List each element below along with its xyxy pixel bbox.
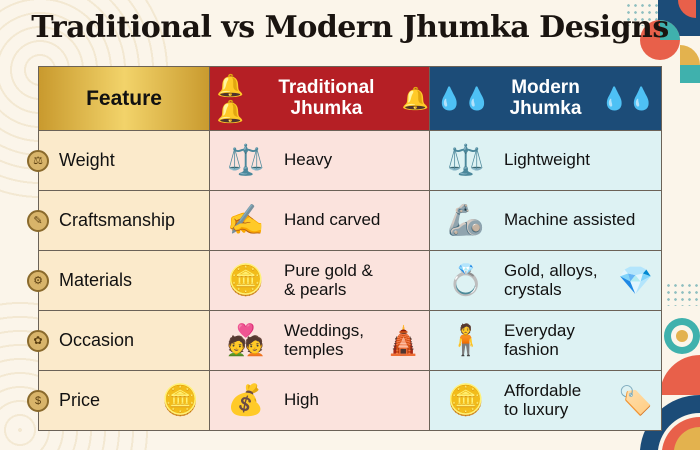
robotic-arm-icon: 🦾 <box>447 204 485 237</box>
modern-value: Machine assisted <box>504 210 636 230</box>
celebration-icon: ✿ <box>27 329 49 352</box>
gold-coins-stack-icon: 🪙 <box>161 384 199 417</box>
hand-carving-icon: ✍️ <box>227 204 265 237</box>
price-tags-icon: 🏷️ <box>618 385 653 416</box>
crystals-icon: 💎 <box>618 265 653 296</box>
dots-decoration <box>665 282 700 306</box>
header-modern: 💧💧 Modern Jhumka 💧💧 <box>429 66 662 131</box>
scale-icon: ⚖ <box>27 149 49 172</box>
temple-icon: 🛕 <box>386 325 421 356</box>
modern-value: Lightweight <box>504 150 591 170</box>
jhumka-earring-icon: 🔔🔔 <box>216 72 245 124</box>
traditional-value: Weddings, temples <box>284 320 365 359</box>
traditional-value: High <box>284 390 319 410</box>
table-header-row: Feature 🔔🔔 Traditional Jhumka 🔔 💧💧 Moder… <box>38 66 662 131</box>
feature-label: Weight <box>59 150 115 170</box>
traditional-value: Heavy <box>284 150 333 170</box>
money-bag-icon: $ <box>27 389 49 412</box>
table-row: ✿ Occasion 💑 Weddings, temples 🛕 🧍 Every… <box>27 310 662 371</box>
table-row: ✎ Craftsmanship ✍️ Hand carved 🦾 Machine… <box>27 190 662 251</box>
balance-feather-icon: ⚖️ <box>447 144 485 177</box>
drop-earring-icon: 💧💧 <box>600 85 656 111</box>
table-row: ⚙ Materials 🪙 Pure gold & & pearls 💍 Gol… <box>27 250 662 311</box>
header-traditional: 🔔🔔 Traditional Jhumka 🔔 <box>209 66 430 131</box>
traditional-value: Hand carved <box>284 210 381 230</box>
modern-value: Affordable to luxury <box>504 380 582 419</box>
feature-label: Occasion <box>59 330 135 350</box>
modern-value: Gold, alloys, crystals <box>504 260 598 299</box>
gold-bars-pearls-icon: 🪙 <box>227 264 265 297</box>
header-feature: Feature <box>38 66 210 131</box>
comparison-table: Feature 🔔🔔 Traditional Jhumka 🔔 💧💧 Moder… <box>27 66 662 431</box>
tools-icon: ✎ <box>27 209 49 232</box>
jhumka-earring-icon: 🔔 <box>401 85 429 111</box>
feature-label: Craftsmanship <box>59 210 176 230</box>
arc-decoration-bottom <box>640 355 700 450</box>
geometric-decoration-top <box>640 0 700 83</box>
people-everyday-icon: 🧍 <box>447 324 485 357</box>
drop-earring-icon: 💧💧 <box>435 85 491 111</box>
wedding-couple-icon: 💑 <box>227 324 265 357</box>
table-row: ⚖ Weight ⚖️ Heavy ⚖️ Lightweight <box>27 130 662 191</box>
gear-icon: ⚙ <box>27 269 49 292</box>
traditional-value: Pure gold & & pearls <box>284 260 373 299</box>
weighing-scale-icon: ⚖️ <box>227 144 265 177</box>
modern-value: Everyday fashion <box>504 320 575 359</box>
page-title: Traditional vs Modern Jhumka Designs <box>31 10 669 45</box>
feature-label: Materials <box>59 270 133 290</box>
money-bags-icon: 💰 <box>227 384 265 417</box>
target-circle-decoration <box>664 318 700 354</box>
coin-stacks-icon: 🪙 <box>447 384 485 417</box>
table-row: $ Price 🪙 💰 High 🪙 Affordable to luxury … <box>27 370 662 431</box>
feature-label: Price <box>59 390 101 410</box>
gold-ring-crystals-icon: 💍 <box>447 264 485 297</box>
